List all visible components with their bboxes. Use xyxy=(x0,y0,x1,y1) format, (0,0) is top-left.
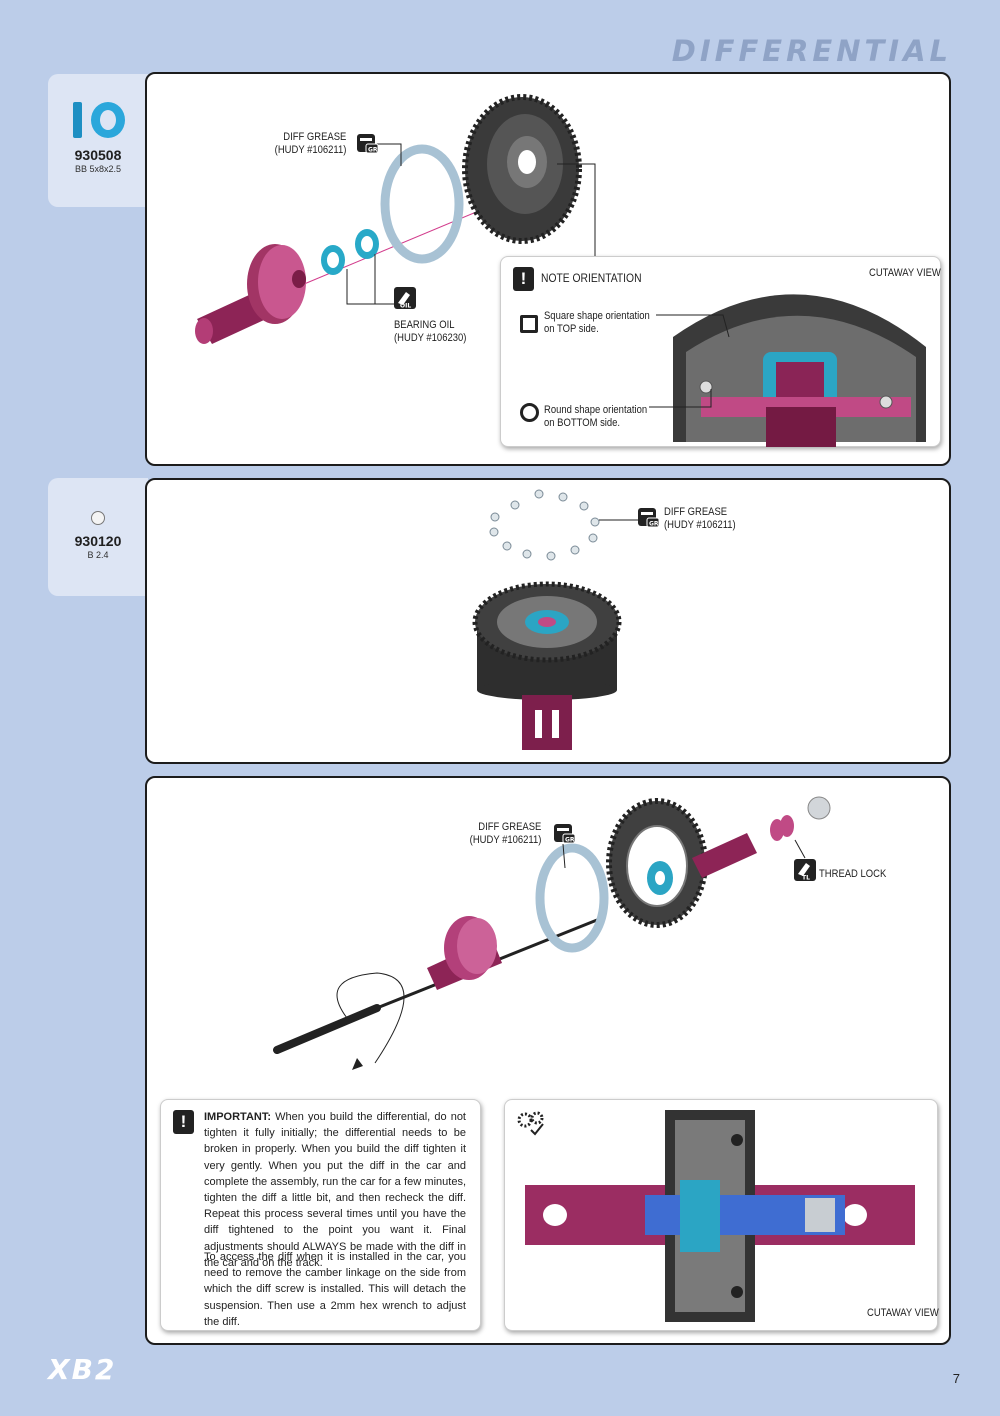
page-number: 7 xyxy=(952,1371,960,1386)
ball-icon xyxy=(91,511,105,525)
diff-washer xyxy=(380,144,464,264)
svg-text:OIL: OIL xyxy=(400,303,411,310)
svg-text:TL: TL xyxy=(802,875,810,882)
square-shape-icon xyxy=(520,315,538,333)
grease-tub-icon: GR xyxy=(638,508,660,528)
spur-gear xyxy=(472,581,622,700)
important-note-box: ! IMPORTANT: When you build the differen… xyxy=(160,1099,481,1331)
grease-tub-icon: GR xyxy=(554,824,576,844)
bearing-icon xyxy=(73,102,125,138)
note-title: NOTE ORIENTATION xyxy=(541,271,642,285)
diff-grease-label: DIFF GREASE(HUDY #106211) xyxy=(664,506,736,531)
important-text: IMPORTANT: When you build the differenti… xyxy=(204,1111,466,1269)
orientation-note-box: ! NOTE ORIENTATION CUTAWAY VIEW Square s… xyxy=(500,256,941,447)
thread-lock-label: THREAD LOCK xyxy=(819,868,887,880)
step-2-panel: GR DIFF GREASE(HUDY #106211) xyxy=(145,478,951,764)
spur-gear xyxy=(462,94,582,244)
diff-grease-label: DIFF GREASE(HUDY #106211) xyxy=(274,131,346,156)
cutaway-label: CUTAWAY VIEW xyxy=(869,267,941,279)
round-shape-icon xyxy=(520,403,539,422)
parts-tab-1: 930508 BB 5x8x2.5 xyxy=(48,74,148,207)
step-3-diagram: 2.0mm TL xyxy=(273,796,831,1070)
bearings xyxy=(321,229,379,275)
diff-outdrive xyxy=(427,916,502,990)
step-2-diagram: GR xyxy=(472,489,660,750)
thread-lock-icon: TL xyxy=(794,859,816,882)
section-title: DIFFERENTIAL xyxy=(671,34,952,68)
diff-spring xyxy=(770,815,794,841)
cutaway-diagram xyxy=(517,1110,915,1322)
diff-screw-nut xyxy=(807,796,831,820)
step-3-panel: 2.0mm TL xyxy=(145,776,951,1345)
diff-outdrive xyxy=(522,695,572,750)
exclamation-icon: ! xyxy=(513,267,534,291)
access-text: To access the diff when it is installed … xyxy=(204,1251,466,1328)
diff-washer xyxy=(535,843,609,953)
brand-logo: XB2 xyxy=(48,1353,117,1386)
step-1-panel: GR OIL DIFF GREASE(HUDY #106211) BEARING… xyxy=(145,72,951,466)
diff-outdrive xyxy=(195,244,306,344)
part-description: BB 5x8x2.5 xyxy=(74,164,122,174)
bearing-oil-label: BEARING OIL(HUDY #106230) xyxy=(394,319,467,344)
gears-tools-icon xyxy=(517,1111,544,1136)
diff-balls xyxy=(489,489,600,561)
part-number: 930120 xyxy=(74,533,122,549)
grease-tub-icon: GR xyxy=(357,134,379,154)
oil-can-icon: OIL xyxy=(394,287,416,310)
cutaway-label: CUTAWAY VIEW xyxy=(867,1307,939,1319)
spur-gear xyxy=(606,798,708,928)
parts-tab-2: 930120 B 2.4 xyxy=(48,478,148,596)
svg-text:GR: GR xyxy=(565,837,575,844)
part-number: 930508 xyxy=(74,147,122,163)
part-description: B 2.4 xyxy=(87,550,109,560)
cutaway-diagram xyxy=(649,294,926,447)
outdrive-right xyxy=(692,833,757,878)
step-1-diagram: GR OIL xyxy=(195,94,596,344)
cutaway-box: CUTAWAY VIEW xyxy=(504,1099,939,1331)
svg-text:GR: GR xyxy=(649,521,659,528)
exclamation-icon: ! xyxy=(173,1110,194,1134)
diff-grease-label: DIFF GREASE(HUDY #106211) xyxy=(469,821,541,846)
svg-text:GR: GR xyxy=(368,147,378,154)
